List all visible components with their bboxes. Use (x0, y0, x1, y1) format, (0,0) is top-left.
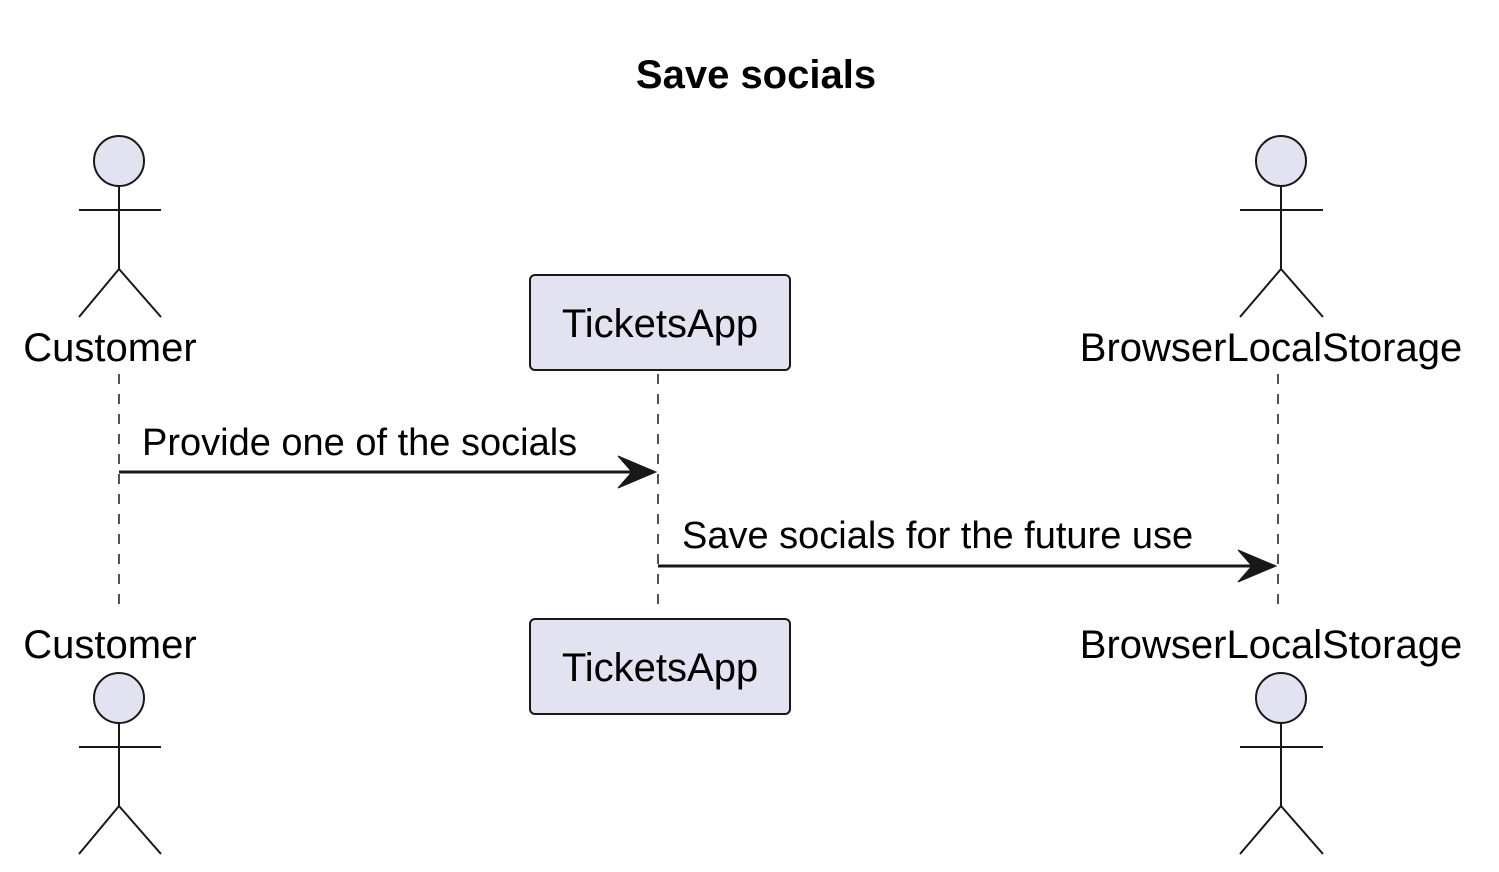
participant-label-storage-top: BrowserLocalStorage (1080, 326, 1462, 370)
actor-customer-top (78, 135, 162, 318)
actor-head-icon (93, 135, 145, 187)
message-label-2: Save socials for the future use (682, 515, 1193, 557)
arrowhead-icon (1237, 549, 1278, 583)
message-label-1: Provide one of the socials (142, 422, 577, 464)
arrowhead-icon (617, 455, 658, 489)
participant-label-customer-bottom: Customer (23, 623, 196, 667)
actor-storage-top (1239, 135, 1324, 318)
actor-storage-bottom (1239, 672, 1324, 855)
actor-head-icon (1255, 135, 1307, 187)
participant-label-storage-bottom: BrowserLocalStorage (1080, 623, 1462, 667)
diagram-title: Save socials (636, 53, 876, 97)
actor-head-icon (1255, 672, 1307, 724)
participant-label-customer-top: Customer (23, 326, 196, 370)
actor-customer-bottom (78, 672, 162, 855)
participant-box-ticketsapp-top (529, 274, 791, 371)
participant-label-ticketsapp-bottom: TicketsApp (562, 646, 758, 690)
participant-box-ticketsapp-bottom (529, 618, 791, 715)
actor-head-icon (93, 672, 145, 724)
participant-label-ticketsapp-top: TicketsApp (562, 302, 758, 346)
